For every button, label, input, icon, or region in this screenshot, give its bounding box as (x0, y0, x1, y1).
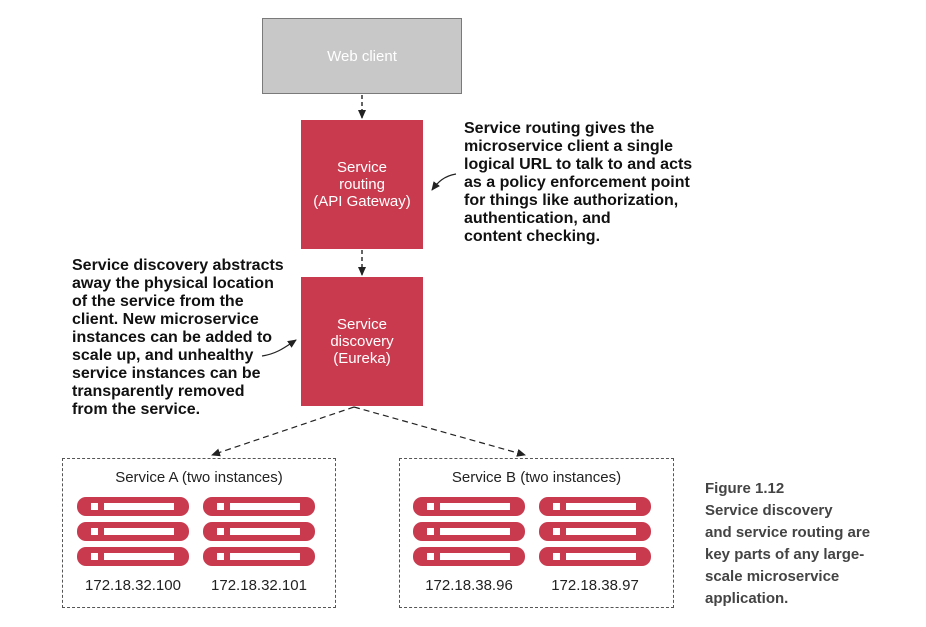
figure-caption: Figure 1.12 Service discovery and servic… (705, 478, 905, 610)
service-discovery-line: (Eureka) (333, 350, 391, 367)
service-a-instance-1-server-icon (77, 497, 189, 572)
server-unit (413, 547, 525, 566)
service-routing-line: routing (339, 176, 385, 193)
service-routing-annotation: Service routing gives the microservice c… (464, 120, 734, 246)
annotation-line: content checking. (464, 228, 601, 245)
server-unit (77, 547, 189, 566)
caption-line: application. (705, 590, 789, 607)
service-a-instance-1-ip: 172.18.32.100 (85, 577, 181, 594)
annotation-line: client. New microservice (72, 311, 259, 328)
annotation-line: transparently removed (72, 383, 245, 400)
service-b-label: Service B (two instances) (451, 469, 622, 486)
annotation-line: from the service. (72, 401, 201, 418)
annotation-line: instances can be added to (72, 329, 273, 346)
server-unit (203, 497, 315, 516)
service-b-group: Service B (two instances) 172.18.38.96 1… (399, 458, 674, 608)
service-a-group: Service A (two instances) 172.18.32.100 … (62, 458, 336, 608)
annotation-line: microservice client a single (464, 138, 673, 155)
annotation-line: as a policy enforcement point (464, 174, 690, 191)
service-b-instance-2-server-icon (539, 497, 651, 572)
caption-line: scale microservice (705, 568, 840, 585)
service-routing-line: (API Gateway) (313, 193, 411, 210)
server-unit (413, 522, 525, 541)
service-routing-box: Service routing (API Gateway) (301, 120, 423, 249)
service-routing-line: Service (336, 159, 388, 176)
server-unit (77, 497, 189, 516)
annotation-line: logical URL to talk to and acts (464, 156, 693, 173)
annotation-line: authentication, and (464, 210, 611, 227)
server-unit (77, 522, 189, 541)
figure-number: Figure 1.12 (705, 480, 785, 497)
server-unit (203, 522, 315, 541)
annotation-line: Service routing gives the (464, 120, 655, 137)
annotation-line: Service discovery abstracts (72, 257, 284, 274)
service-b-instance-2-ip: 172.18.38.97 (551, 577, 639, 594)
routing-note-pointer (431, 173, 457, 191)
service-discovery-annotation: Service discovery abstracts away the phy… (72, 257, 297, 419)
annotation-line: of the service from the (72, 293, 244, 310)
service-b-instance-1-server-icon (413, 497, 525, 572)
service-a-instance-2-ip: 172.18.32.101 (211, 577, 307, 594)
annotation-line: away the physical location (72, 275, 274, 292)
annotation-line: service instances can be (72, 365, 261, 382)
service-a-instance-2-server-icon (203, 497, 315, 572)
caption-line: Service discovery (705, 502, 833, 519)
service-discovery-box: Service discovery (Eureka) (301, 277, 423, 406)
web-client-box: Web client (262, 18, 462, 94)
server-unit (413, 497, 525, 516)
service-a-label: Service A (two instances) (115, 469, 283, 486)
server-unit (539, 522, 651, 541)
discovery-to-service-b-arrow (353, 406, 526, 457)
discovery-note-pointer (261, 339, 297, 357)
server-unit (539, 497, 651, 516)
server-unit (539, 547, 651, 566)
annotation-line: scale up, and unhealthy (72, 347, 254, 364)
caption-line: key parts of any large- (705, 546, 865, 563)
discovery-to-service-a-arrow (211, 406, 355, 457)
web-client-label: Web client (327, 47, 397, 65)
service-discovery-line: Service (336, 316, 387, 333)
service-b-instance-1-ip: 172.18.38.96 (425, 577, 513, 594)
service-discovery-line: discovery (330, 333, 394, 350)
caption-line: and service routing are (705, 524, 871, 541)
server-unit (203, 547, 315, 566)
annotation-line: for things like authorization, (464, 192, 679, 209)
